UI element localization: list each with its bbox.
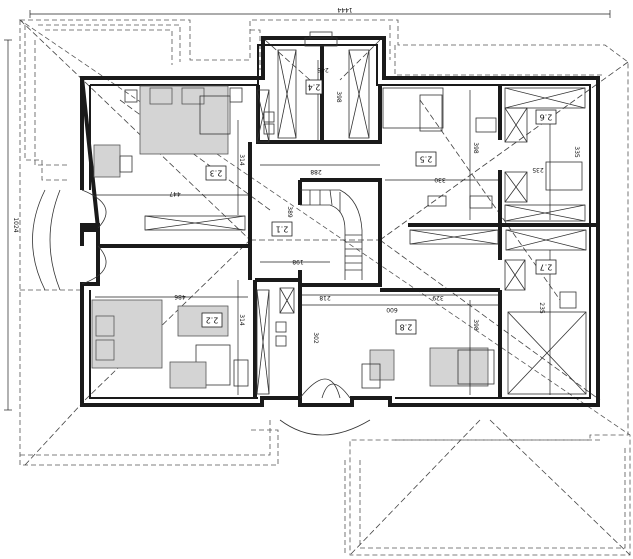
dim-398b: 398 [472, 142, 479, 154]
room-label-2-5: 2.5 [415, 151, 437, 167]
room-label-2-3: 2.3 [205, 165, 227, 181]
wardrobe-right-top [504, 87, 586, 222]
wardrobe-left-lower [256, 287, 295, 395]
svg-text:2.1: 2.1 [276, 225, 289, 234]
dim-486: 486 [174, 293, 186, 300]
svg-text:2.8: 2.8 [400, 323, 413, 332]
furniture [91, 85, 583, 389]
dim-389: 389 [286, 206, 293, 218]
room-label-2-6: 2.6 [535, 109, 557, 125]
room-label-2-2: 2.2 [201, 312, 223, 328]
exterior-walls [79, 36, 600, 407]
wardrobe-corridor [409, 229, 499, 245]
dim-302: 302 [312, 332, 319, 344]
dim-600: 600 [386, 306, 398, 313]
roof-ridges [19, 19, 631, 556]
dim-198: 198 [292, 258, 304, 265]
room-label-2-1: 2.1 [271, 221, 293, 237]
interior-walls [80, 45, 598, 398]
room-label-2-4: 2.4 [305, 79, 323, 95]
dim-218: 218 [319, 294, 331, 301]
svg-text:2.3: 2.3 [210, 169, 223, 178]
dim-330: 330 [434, 176, 446, 183]
dim-398c: 398 [472, 319, 479, 331]
dim-overall-width: 1444 [337, 6, 352, 13]
dim-329: 329 [432, 294, 444, 301]
wardrobe-right-bottom [504, 229, 587, 395]
dim-314b: 314 [238, 314, 245, 326]
wardrobe-left-upper [256, 89, 270, 143]
dim-overall-height: 1024 [12, 217, 19, 232]
dim-314a: 314 [238, 154, 245, 166]
wardrobe-left-mid [144, 215, 246, 231]
wardrobes [144, 49, 587, 395]
roof-outline [18, 19, 631, 556]
svg-text:2.4: 2.4 [308, 83, 321, 92]
openings [32, 31, 371, 436]
dim-246: 246 [317, 66, 329, 73]
staircase [300, 189, 363, 280]
dimension-lines [4, 10, 611, 411]
wardrobe-bath-top [277, 49, 370, 139]
dim-288: 288 [310, 168, 322, 175]
dim-398: 398 [335, 91, 342, 103]
svg-text:2.7: 2.7 [540, 263, 553, 272]
room-label-2-8: 2.8 [395, 319, 417, 335]
dim-335: 335 [573, 146, 580, 158]
dim-235b: 235 [538, 302, 545, 314]
room-label-2-7: 2.7 [535, 259, 557, 275]
svg-text:2.2: 2.2 [206, 316, 219, 325]
room-labels: 2.4 2.3 2.1 2.5 2.6 2.7 2.2 2.8 [201, 79, 557, 335]
dim-447: 447 [169, 190, 181, 197]
svg-text:2.5: 2.5 [420, 155, 433, 164]
svg-text:2.6: 2.6 [540, 113, 553, 122]
dimension-labels: 1444 1024 246 398 314 447 288 389 330 39… [12, 6, 580, 344]
dim-235a: 235 [532, 166, 544, 173]
